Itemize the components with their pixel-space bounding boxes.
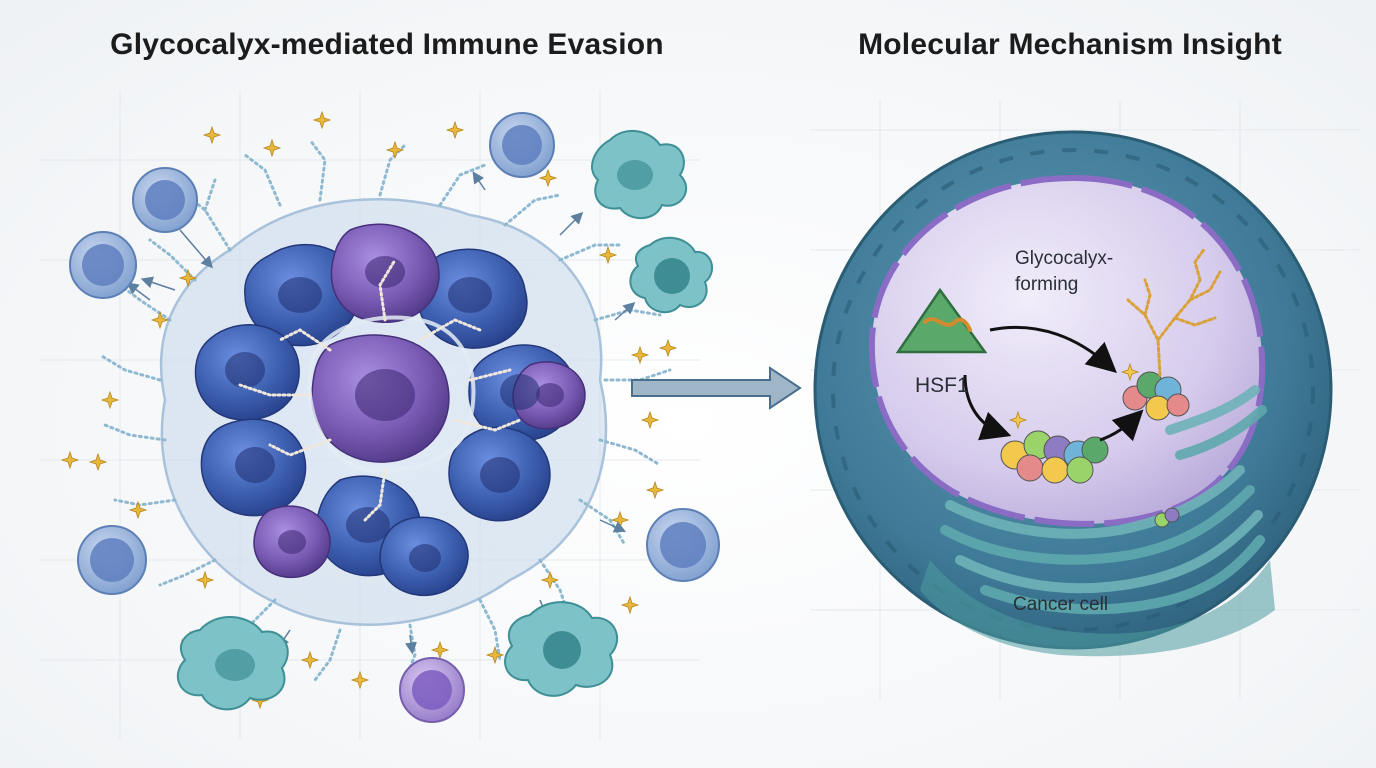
inner-glycocalyx-ring [307, 315, 476, 473]
cancer-cell-label: Cancer cell [1013, 594, 1108, 615]
glycocalyx-label-line2: forming [1015, 274, 1078, 295]
dendritic-cell-1 [591, 129, 687, 220]
dendritic-cell-4 [504, 601, 619, 697]
lymphocyte-5 [646, 508, 720, 582]
immune-cells [69, 112, 720, 723]
inner-glycan-chains [238, 258, 522, 522]
transition-arrow [631, 366, 802, 410]
endoplasmic-reticulum [940, 385, 1267, 615]
mechanism-arrows [963, 325, 1144, 442]
hsf1-label: HSF1 [915, 374, 969, 397]
right-panel-title: Molecular Mechanism Insight [858, 28, 1282, 61]
dendritic-cell-3 [176, 616, 289, 711]
tumor-nuclei [225, 277, 540, 572]
purple-nuclei [278, 256, 564, 554]
enzyme-complex-1 [1000, 430, 1109, 484]
er-base [920, 560, 1275, 657]
nucleus [868, 174, 1266, 527]
left-panel-title: Glycocalyx-mediated Immune Evasion [110, 28, 664, 61]
tumor-cluster [98, 138, 672, 682]
dendritic-cell-2 [629, 236, 714, 314]
cancer-cell: Glycocalyx- forming HSF1 Cancer cell [813, 130, 1333, 657]
small-complex [1154, 507, 1180, 528]
lymphocyte-1 [132, 167, 198, 233]
lymphocyte-3 [489, 112, 555, 178]
glycan-tree [1126, 246, 1222, 377]
glycocalyx-label-line1: Glycocalyx- [1015, 248, 1113, 269]
complex-stars [1008, 362, 1140, 430]
ligand-stars [60, 110, 678, 710]
enzyme-complex-2 [1122, 371, 1190, 421]
lymphocyte-4 [77, 525, 147, 595]
lymphocyte-purple [399, 657, 465, 723]
lymphocyte-2 [69, 231, 137, 299]
hsf1-protein [895, 287, 988, 354]
